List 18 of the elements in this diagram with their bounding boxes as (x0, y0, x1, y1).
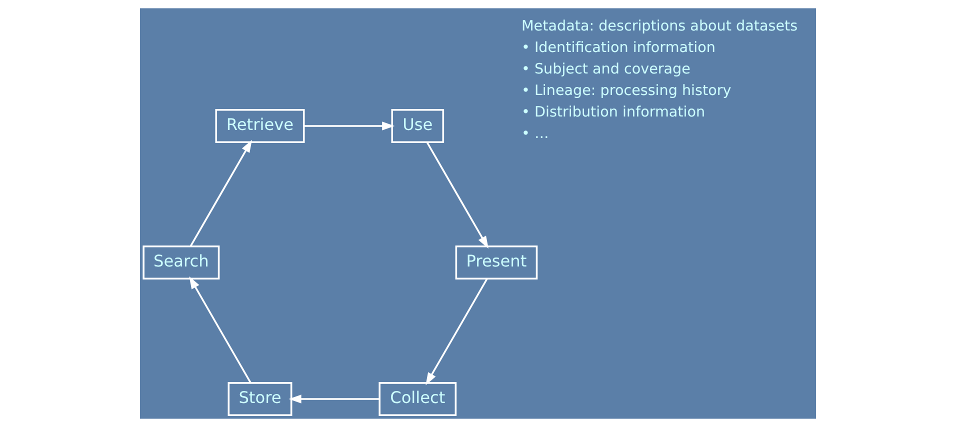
node-box: Search (142, 246, 220, 280)
label: Metadata: descriptions about datasets (520, 18, 798, 34)
arrow (425, 278, 488, 386)
label: • Distribution information (520, 104, 705, 120)
node-box: Use (390, 108, 444, 143)
node-box: Collect (378, 382, 456, 416)
label: • … (520, 126, 548, 142)
label: • Identification information (520, 40, 715, 56)
label: • Subject and coverage (520, 61, 690, 78)
arrow (189, 140, 252, 247)
arrow (303, 122, 394, 130)
node-box: Present (454, 246, 538, 280)
node-box: Retrieve (214, 108, 304, 143)
arrow (188, 276, 251, 384)
node-box: Store (227, 382, 292, 416)
label: • Lineage: processing history (520, 82, 731, 99)
arrow (426, 142, 488, 249)
arrow (288, 394, 379, 404)
